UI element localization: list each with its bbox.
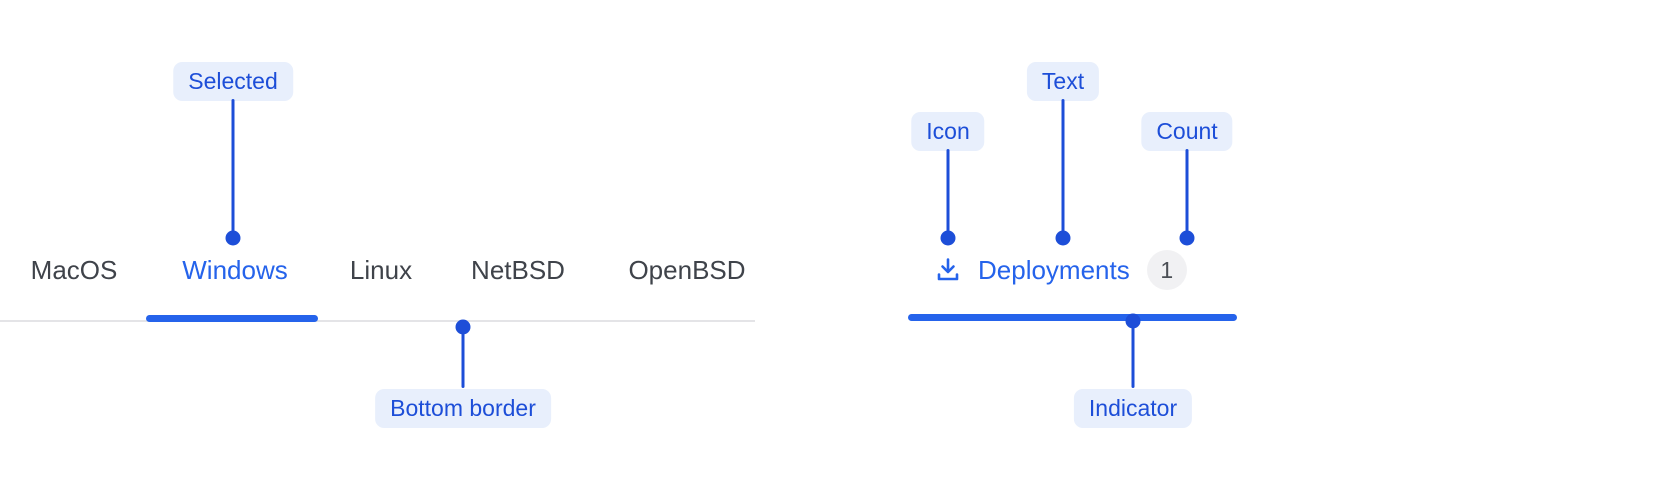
tab-deployments-label: Deployments	[978, 254, 1130, 285]
callout-line-bottom-border	[461, 333, 465, 388]
callout-label-icon: Icon	[911, 112, 985, 151]
callout-label-selected: Selected	[173, 62, 293, 101]
callout-label-indicator: Indicator	[1073, 389, 1193, 428]
tab-netbsd[interactable]: NetBSD	[471, 255, 565, 285]
tabbar-bottom-border	[0, 320, 755, 322]
callout-label-bottom-border: Bottom border	[375, 389, 551, 428]
tab-count-badge: 1	[1146, 250, 1187, 290]
callout-label-text: Text	[1026, 62, 1100, 101]
callout-line-indicator	[1131, 327, 1135, 388]
selected-tab-underline	[146, 315, 318, 322]
tab-windows-selected[interactable]: Windows	[182, 255, 288, 285]
callout-dot-bottom-border	[455, 319, 471, 335]
tab-macos[interactable]: MacOS	[30, 255, 118, 285]
download-icon	[933, 255, 963, 285]
tab-linux[interactable]: Linux	[349, 255, 413, 285]
callout-dot-icon	[940, 230, 956, 246]
callout-line-selected	[231, 99, 235, 233]
tab-openbsd[interactable]: OpenBSD	[628, 255, 746, 285]
callout-dot-count	[1179, 230, 1195, 246]
callout-line-text	[1061, 99, 1065, 233]
callout-dot-selected	[225, 230, 241, 246]
callout-line-count	[1185, 149, 1189, 233]
callout-dot-indicator	[1125, 313, 1141, 329]
tab-deployments[interactable]: Deployments 1	[933, 247, 1187, 293]
callout-label-count: Count	[1141, 112, 1233, 151]
selected-tab-indicator	[908, 314, 1237, 321]
callout-line-icon	[946, 149, 950, 233]
callout-dot-text	[1055, 230, 1071, 246]
